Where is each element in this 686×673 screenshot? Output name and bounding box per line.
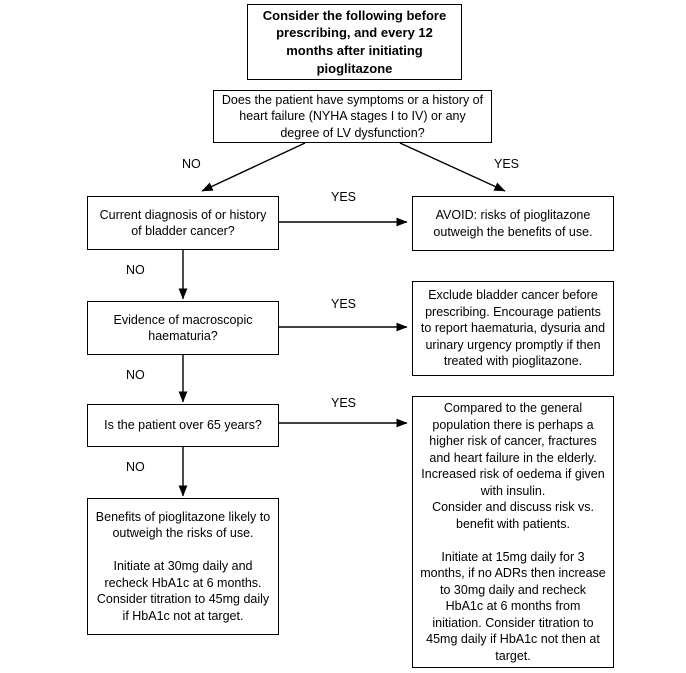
node-haematuria-question: Evidence of macroscopic haematuria?: [87, 301, 279, 355]
node-text: AVOID: risks of pioglitazone outweigh th…: [433, 208, 593, 239]
edge-label-hf-no: NO: [182, 157, 201, 171]
node-over-65-question: Is the patient over 65 years?: [87, 404, 279, 447]
node-text: Evidence of macroscopic haematuria?: [113, 312, 253, 344]
node-elderly-outcome: Compared to the general population there…: [412, 396, 614, 668]
node-text: Compared to the general population there…: [420, 401, 606, 663]
node-heart-failure-question: Does the patient have symptoms or a hist…: [213, 90, 492, 143]
node-avoid-outcome: AVOID: risks of pioglitazone outweigh th…: [412, 196, 614, 251]
edge-label-bladder-yes: YES: [331, 190, 357, 204]
edge-label-haematuria-yes: YES: [331, 297, 357, 311]
edge-label-over65-no: NO: [126, 460, 145, 474]
edge-label-over65-yes: YES: [331, 396, 357, 410]
node-exclude-bladder-cancer-outcome: Exclude bladder cancer before prescribin…: [412, 281, 614, 376]
node-text: Consider the following before prescribin…: [262, 7, 447, 76]
node-text: Exclude bladder cancer before prescribin…: [420, 288, 606, 369]
edge-label-bladder-no: NO: [126, 263, 145, 277]
edge-hf-no: [201, 142, 306, 192]
edge-label-hf-yes: YES: [494, 157, 520, 171]
node-text: Current diagnosis of or history of bladd…: [99, 207, 267, 239]
node-text: Benefits of pioglitazone likely to outwe…: [95, 509, 271, 623]
edge-hf-yes: [399, 142, 506, 192]
node-bladder-cancer-question: Current diagnosis of or history of bladd…: [87, 196, 279, 250]
node-benefits-outcome: Benefits of pioglitazone likely to outwe…: [87, 498, 279, 635]
edge-label-haematuria-no: NO: [126, 368, 145, 382]
node-text: Does the patient have symptoms or a hist…: [221, 92, 484, 140]
node-consider-before-prescribing: Consider the following before prescribin…: [247, 4, 462, 80]
node-text: Is the patient over 65 years?: [104, 418, 262, 433]
